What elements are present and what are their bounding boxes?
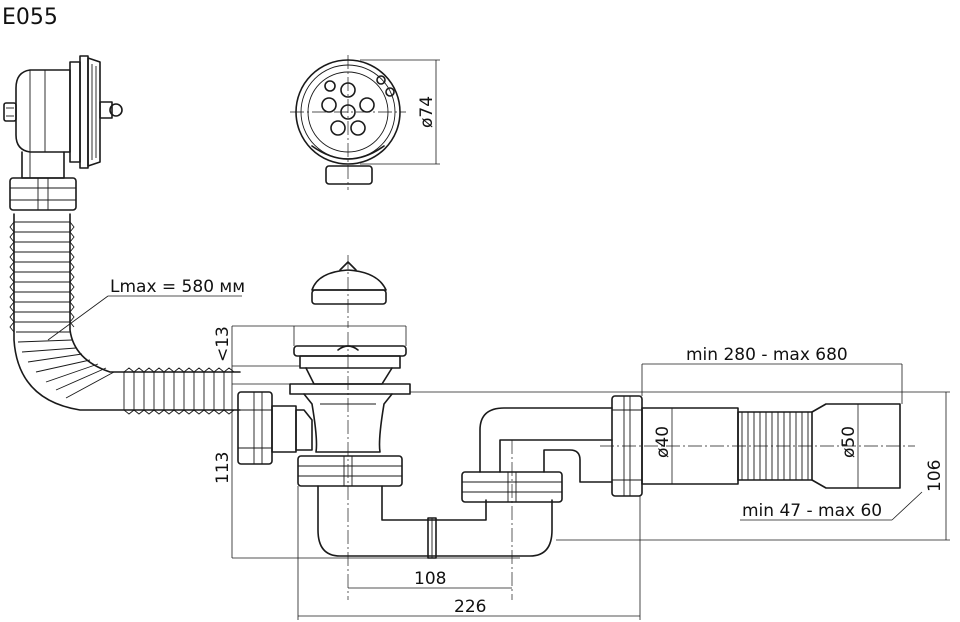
dim-113: 113 [213,452,233,484]
dim-range-47-60: min 47 - max 60 [742,501,882,521]
model-code: E055 [2,5,58,30]
hose-nut [237,391,297,465]
dim-range-280-680: min 280 - max 680 [686,345,848,365]
dim-d74: ø74 [417,96,437,128]
trap [317,407,613,600]
dim-108: 108 [414,569,446,589]
stopper-cap [311,255,387,328]
corrugated-hose [9,213,241,415]
drain-body [232,325,411,600]
dim-d40: ø40 [653,426,673,458]
outlet-pipe [600,395,915,497]
grate-top-view [290,55,440,190]
overflow-head [3,55,123,211]
dim-106: 106 [925,460,945,492]
lmax-leader [47,295,109,341]
dim-lt13: <13 [213,326,233,362]
dim-d50: ø50 [839,426,859,458]
lmax-label: Lmax = 580 мм [110,277,245,297]
dim-226: 226 [454,597,486,617]
